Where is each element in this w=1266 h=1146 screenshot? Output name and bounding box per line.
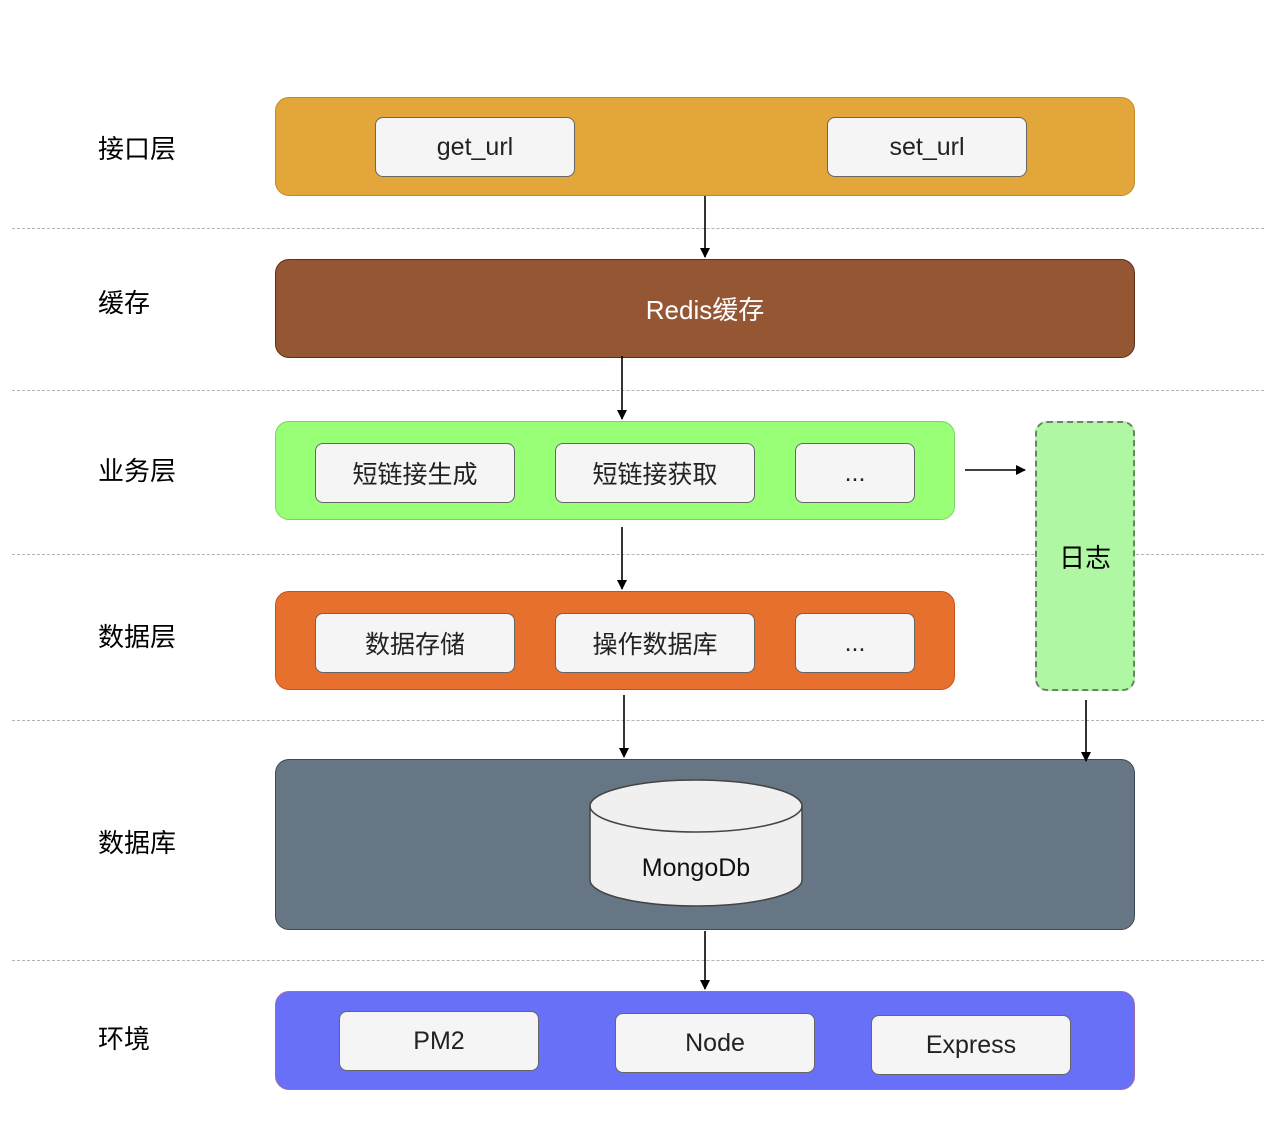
short-link-fetch-box: 短链接获取: [555, 443, 755, 503]
layer-divider: [12, 554, 1264, 555]
layer-divider: [12, 390, 1264, 391]
layer-divider: [12, 960, 1264, 961]
express-box: Express: [871, 1015, 1071, 1075]
layer-label-environment: 环境: [98, 1025, 151, 1055]
cache-band: Redis缓存: [275, 259, 1135, 358]
layer-label-database: 数据库: [98, 829, 177, 859]
layer-divider: [12, 720, 1264, 721]
layer-label-cache: 缓存: [98, 289, 151, 319]
redis-cache-label: Redis缓存: [645, 295, 765, 325]
layer-divider: [12, 228, 1264, 229]
layer-label-interface: 接口层: [98, 135, 177, 165]
data-storage-box: 数据存储: [315, 613, 515, 673]
layer-label-business: 业务层: [98, 457, 177, 487]
get-url-box: get_url: [375, 117, 575, 177]
operate-database-box: 操作数据库: [555, 613, 755, 673]
business-more-box: ...: [795, 443, 915, 503]
layer-label-data: 数据层: [98, 623, 177, 653]
pm2-box: PM2: [339, 1011, 539, 1071]
log-label: 日志: [1058, 542, 1111, 573]
node-box: Node: [615, 1013, 815, 1073]
log-box: 日志: [1035, 421, 1135, 691]
mongodb-label: MongoDb: [641, 853, 751, 882]
short-link-generate-box: 短链接生成: [315, 443, 515, 503]
data-more-box: ...: [795, 613, 915, 673]
set-url-box: set_url: [827, 117, 1027, 177]
mongodb-cylinder: [589, 779, 803, 907]
